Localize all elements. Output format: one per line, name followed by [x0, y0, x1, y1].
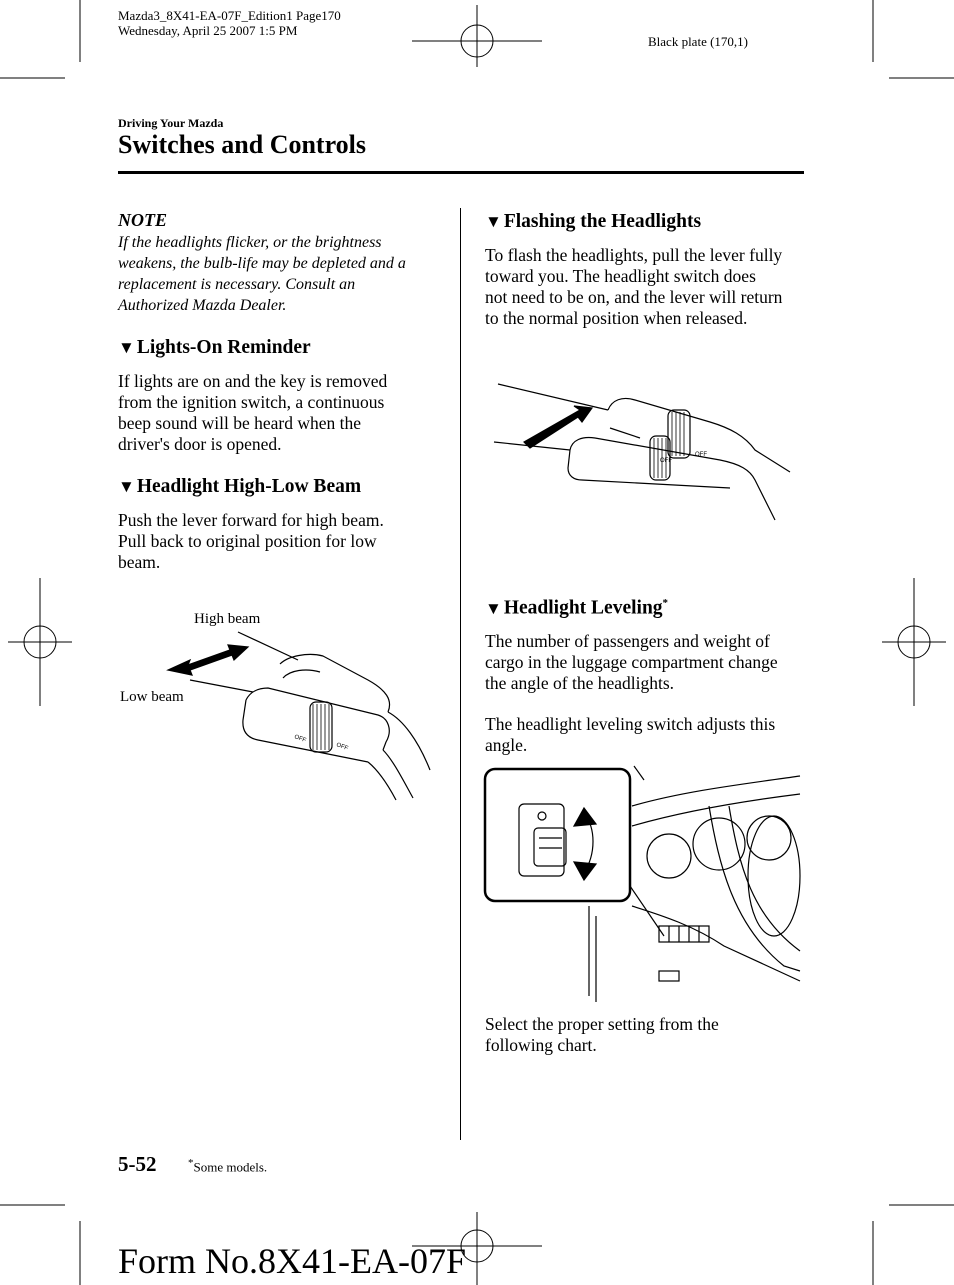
- body-line: The headlight leveling switch adjusts th…: [485, 714, 776, 734]
- note-line: weakens, the bulb-life may be depleted a…: [118, 255, 406, 272]
- lights-on-body: If lights are on and the key is removed …: [118, 371, 448, 455]
- note-title: NOTE: [118, 210, 167, 230]
- body-line: The number of passengers and weight of: [485, 631, 770, 651]
- header-rule: [118, 171, 804, 174]
- body-line: Push the lever forward for high beam.: [118, 510, 384, 530]
- heading-high-low: ▼Headlight High-Low Beam: [118, 476, 361, 498]
- print-info: Mazda3_8X41-EA-07F_Edition1 Page170 Wedn…: [118, 8, 341, 38]
- registration-target-icon: [8, 578, 72, 706]
- body-line: to the normal position when released.: [485, 308, 748, 328]
- page-number: 5-52: [118, 1152, 157, 1176]
- footnote-text: Some models.: [193, 1159, 268, 1175]
- star-marker: *: [662, 597, 669, 609]
- body-line: following chart.: [485, 1035, 597, 1055]
- registration-target-icon: [882, 578, 946, 706]
- note-line: Authorized Mazda Dealer.: [118, 297, 287, 314]
- body-line: from the ignition switch, a continuous: [118, 392, 385, 412]
- body-line: Pull back to original position for low: [118, 531, 377, 551]
- high-low-beam-illustration: OFF OFF: [166, 631, 431, 801]
- registration-target-icon: [412, 1212, 542, 1285]
- registration-target-icon: [412, 5, 542, 67]
- switch-label-off: OFF: [660, 458, 672, 464]
- body-line: Select the proper setting from the: [485, 1014, 719, 1034]
- heading-text: Lights-On Reminder: [136, 337, 311, 358]
- leveling-para3: Select the proper setting from the follo…: [485, 1014, 815, 1056]
- note-line: replacement is necessary. Consult an: [118, 276, 356, 293]
- heading-lights-on: ▼Lights-On Reminder: [118, 337, 311, 359]
- body-line: the angle of the headlights.: [485, 673, 675, 693]
- form-number: Form No.8X41-EA-07F: [118, 1241, 466, 1281]
- switch-label-off: OFF: [335, 742, 349, 752]
- down-triangle-icon: ▼: [118, 477, 135, 496]
- page-title: Switches and Controls: [118, 130, 367, 159]
- column-divider: [460, 208, 461, 1140]
- heading-text: Flashing the Headlights: [503, 211, 702, 232]
- flashing-illustration: OFF OFF: [493, 383, 791, 521]
- heading-leveling: ▼Headlight Leveling*: [485, 597, 668, 620]
- flashing-body: To flash the headlights, pull the lever …: [485, 245, 815, 329]
- leveling-para2: The headlight leveling switch adjusts th…: [485, 714, 815, 756]
- low-beam-label: Low beam: [120, 689, 184, 705]
- note-line: If the headlights flicker, or the bright…: [118, 234, 382, 251]
- heading-text: Headlight Leveling: [503, 597, 663, 619]
- body-line: cargo in the luggage compartment change: [485, 652, 778, 672]
- note-body: If the headlights flicker, or the bright…: [118, 232, 448, 316]
- down-triangle-icon: ▼: [485, 598, 502, 618]
- body-line: angle.: [485, 735, 528, 755]
- plate-info: Black plate (170,1): [648, 34, 748, 49]
- leveling-illustration: [483, 765, 801, 1002]
- print-info-date: Wednesday, April 25 2007 1:5 PM: [118, 23, 298, 38]
- body-line: not need to be on, and the lever will re…: [485, 287, 783, 307]
- down-triangle-icon: ▼: [118, 338, 135, 357]
- heading-flashing: ▼Flashing the Headlights: [485, 211, 701, 233]
- star-marker: *: [188, 1157, 194, 1169]
- high-low-body: Push the lever forward for high beam. Pu…: [118, 510, 448, 573]
- switch-label-off: OFF: [293, 734, 307, 744]
- body-line: beam.: [118, 552, 161, 572]
- leveling-para1: The number of passengers and weight of c…: [485, 631, 815, 694]
- body-line: To flash the headlights, pull the lever …: [485, 245, 783, 265]
- body-line: If lights are on and the key is removed: [118, 371, 388, 391]
- footnote: *Some models.: [188, 1157, 267, 1175]
- body-line: beep sound will be heard when the: [118, 413, 361, 433]
- heading-text: Headlight High-Low Beam: [136, 476, 362, 497]
- down-triangle-icon: ▼: [485, 212, 502, 231]
- high-beam-label: High beam: [194, 611, 261, 627]
- print-info-file: Mazda3_8X41-EA-07F_Edition1 Page170: [118, 8, 341, 23]
- switch-label-off: OFF: [695, 452, 707, 458]
- body-line: toward you. The headlight switch does: [485, 266, 756, 286]
- body-line: driver's door is opened.: [118, 434, 282, 454]
- section-label: Driving Your Mazda: [118, 116, 224, 130]
